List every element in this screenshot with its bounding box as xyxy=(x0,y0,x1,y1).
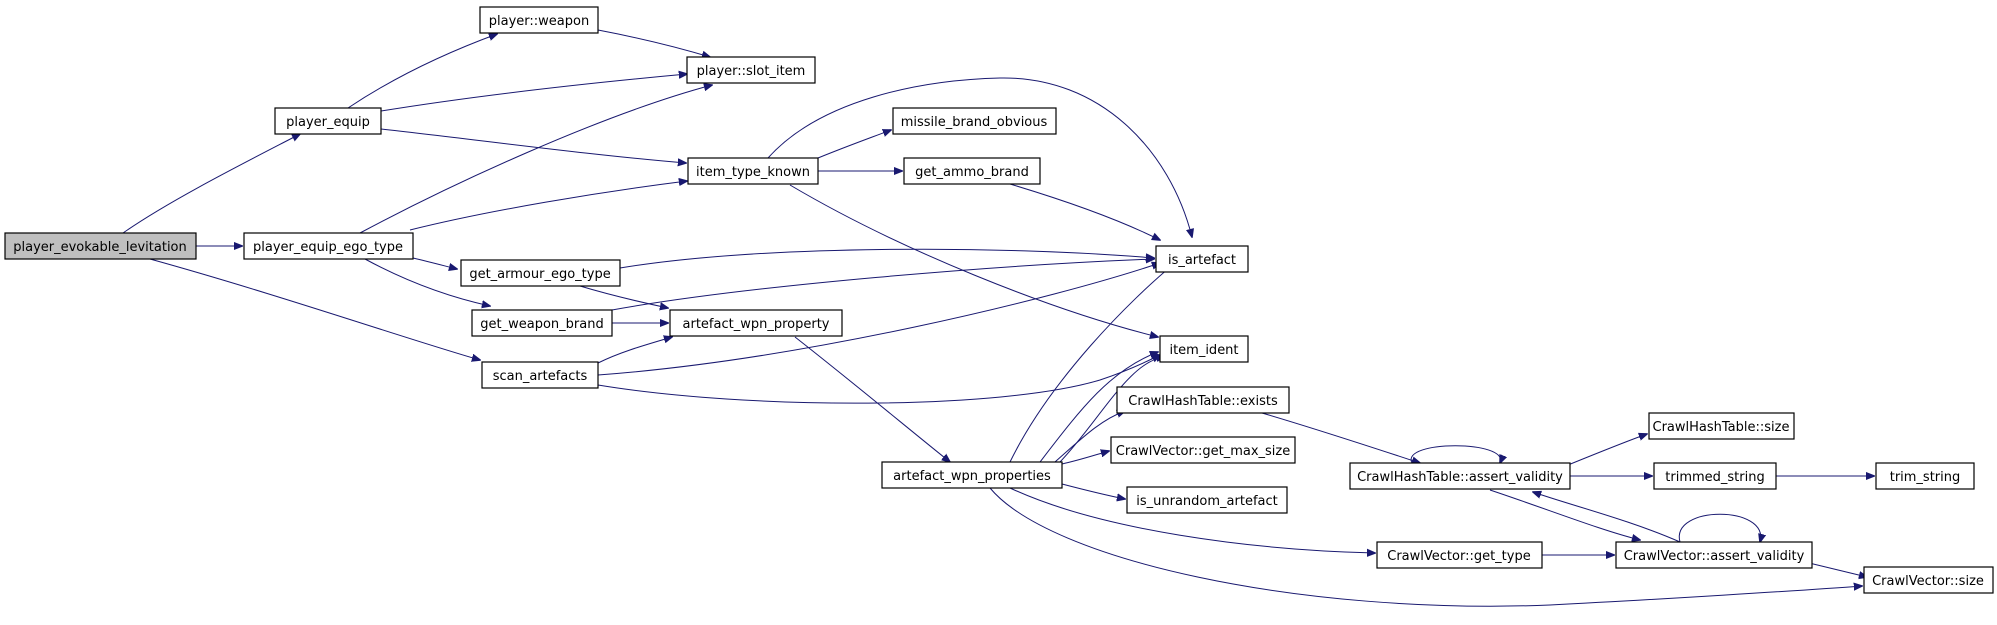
edge-hash-assert-to-vec-assert xyxy=(1489,489,1640,540)
node-get-ammo-brand[interactable]: get_ammo_brand xyxy=(903,157,1041,185)
node-label: get_ammo_brand xyxy=(915,165,1029,180)
edge-vec-assert-to-hash-assert xyxy=(1533,492,1681,543)
edge-ammo-brand-to-is-artefact xyxy=(1009,183,1160,240)
node-get-weapon-brand[interactable]: get_weapon_brand xyxy=(471,309,613,337)
edge-wpn-properties-to-get-max-size xyxy=(1061,451,1109,465)
node-label: CrawlHashTable::assert_validity xyxy=(1357,470,1563,485)
node-label: is_artefact xyxy=(1168,253,1236,268)
edge-vec-assert-self-loop xyxy=(1678,513,1760,542)
node-crawlvector-assert-validity[interactable]: CrawlVector::assert_validity xyxy=(1615,541,1813,569)
edges xyxy=(122,29,1874,607)
edge-armour-ego-type-to-is-artefact xyxy=(619,248,1154,269)
edge-wpn-properties-to-vec-get-type xyxy=(1009,487,1375,553)
node-player-slot-item[interactable]: player::slot_item xyxy=(686,56,816,84)
node-artefact-wpn-property[interactable]: artefact_wpn_property xyxy=(669,309,843,337)
edge-levitation-to-scan-artefacts xyxy=(149,258,480,360)
node-scan-artefacts[interactable]: scan_artefacts xyxy=(481,361,599,389)
edge-item-type-known-to-missile-brand-obvious xyxy=(817,130,891,159)
node-label: CrawlHashTable::exists xyxy=(1128,394,1278,409)
edge-ego-type-to-armour-ego-type xyxy=(412,257,457,269)
edge-item-type-known-to-item-ident xyxy=(789,184,1158,337)
node-label: player_equip xyxy=(286,115,370,130)
edge-wpn-properties-to-item-ident-2 xyxy=(1059,357,1165,463)
edge-scan-artefacts-to-is-artefact xyxy=(597,263,1160,376)
node-label: player::weapon xyxy=(489,14,589,29)
node-label: item_type_known xyxy=(696,165,810,180)
node-item-ident[interactable]: item_ident xyxy=(1159,335,1249,363)
node-label: is_unrandom_artefact xyxy=(1136,494,1277,509)
edge-levitation-to-player-equip xyxy=(122,134,300,234)
edge-hash-assert-to-hash-size xyxy=(1567,434,1647,466)
edge-player-equip-to-player-weapon xyxy=(347,34,497,109)
node-player-equip[interactable]: player_equip xyxy=(274,107,382,135)
node-is-unrandom-artefact[interactable]: is_unrandom_artefact xyxy=(1126,486,1288,514)
node-is-artefact[interactable]: is_artefact xyxy=(1155,245,1249,273)
node-label: trim_string xyxy=(1890,470,1961,485)
node-label: CrawlVector::get_max_size xyxy=(1116,444,1290,459)
node-crawlhashtable-assert-validity[interactable]: CrawlHashTable::assert_validity xyxy=(1349,462,1571,490)
node-crawlhashtable-size[interactable]: CrawlHashTable::size xyxy=(1648,412,1795,440)
node-player-equip-ego-type[interactable]: player_equip_ego_type xyxy=(243,232,414,260)
node-label: CrawlVector::get_type xyxy=(1387,549,1530,564)
edge-player-equip-to-slot-item xyxy=(380,74,687,112)
edge-ego-type-to-item-type-known xyxy=(409,181,687,231)
node-label: item_ident xyxy=(1169,343,1238,358)
edge-item-type-known-to-is-artefact xyxy=(767,77,1192,237)
edge-wpn-properties-to-vec-size xyxy=(989,487,1862,607)
edge-vec-assert-to-vec-size xyxy=(1804,561,1867,577)
edge-scan-artefacts-to-item-ident xyxy=(597,355,1160,404)
node-label: trimmed_string xyxy=(1665,470,1764,485)
edge-player-weapon-to-slot-item xyxy=(597,29,710,57)
edge-wpn-properties-to-hash-exists xyxy=(1054,411,1125,463)
edge-hash-exists-to-hash-assert xyxy=(1261,412,1420,463)
edge-scan-artefacts-to-wpn-property xyxy=(597,337,672,364)
nodes: player_evokable_levitation player_equip … xyxy=(4,6,1994,594)
node-crawlvector-get-type[interactable]: CrawlVector::get_type xyxy=(1376,541,1543,569)
node-crawlvector-size[interactable]: CrawlVector::size xyxy=(1863,566,1994,594)
edge-player-equip-to-item-type-known xyxy=(380,128,686,163)
edge-ego-type-to-slot-item xyxy=(359,85,712,234)
node-label: player_evokable_levitation xyxy=(13,240,187,255)
node-player-evokable-levitation[interactable]: player_evokable_levitation xyxy=(4,232,197,260)
node-player-weapon[interactable]: player::weapon xyxy=(479,6,599,34)
node-label: CrawlHashTable::size xyxy=(1653,420,1790,435)
node-trim-string[interactable]: trim_string xyxy=(1875,462,1975,490)
node-label: artefact_wpn_property xyxy=(683,317,830,332)
edge-weapon-brand-to-is-artefact xyxy=(611,259,1154,311)
node-trimmed-string[interactable]: trimmed_string xyxy=(1653,462,1777,490)
node-label: scan_artefacts xyxy=(493,369,588,384)
edge-wpn-properties-to-unrandom xyxy=(1061,483,1125,499)
node-crawlvector-get-max-size[interactable]: CrawlVector::get_max_size xyxy=(1110,436,1296,464)
edge-armour-ego-type-to-wpn-property xyxy=(579,285,668,308)
node-missile-brand-obvious[interactable]: missile_brand_obvious xyxy=(892,107,1057,135)
node-label: player_equip_ego_type xyxy=(253,240,403,255)
node-get-armour-ego-type[interactable]: get_armour_ego_type xyxy=(460,259,621,287)
node-label: CrawlVector::size xyxy=(1872,574,1984,589)
edge-hash-assert-self-loop xyxy=(1410,445,1501,463)
node-label: CrawlVector::assert_validity xyxy=(1624,549,1805,564)
edge-wpn-property-to-wpn-properties xyxy=(794,336,950,462)
node-item-type-known[interactable]: item_type_known xyxy=(687,157,819,185)
node-label: player::slot_item xyxy=(697,64,806,79)
edge-wpn-properties-to-is-artefact xyxy=(1009,263,1175,463)
node-artefact-wpn-properties[interactable]: artefact_wpn_properties xyxy=(881,461,1063,489)
edge-ego-type-to-weapon-brand xyxy=(364,258,490,306)
node-label: get_weapon_brand xyxy=(480,317,603,332)
node-label: missile_brand_obvious xyxy=(901,115,1048,130)
node-label: get_armour_ego_type xyxy=(469,267,610,282)
node-crawlhashtable-exists[interactable]: CrawlHashTable::exists xyxy=(1116,386,1290,414)
edge-wpn-properties-to-item-ident xyxy=(1039,352,1158,463)
node-label: artefact_wpn_properties xyxy=(893,469,1051,484)
